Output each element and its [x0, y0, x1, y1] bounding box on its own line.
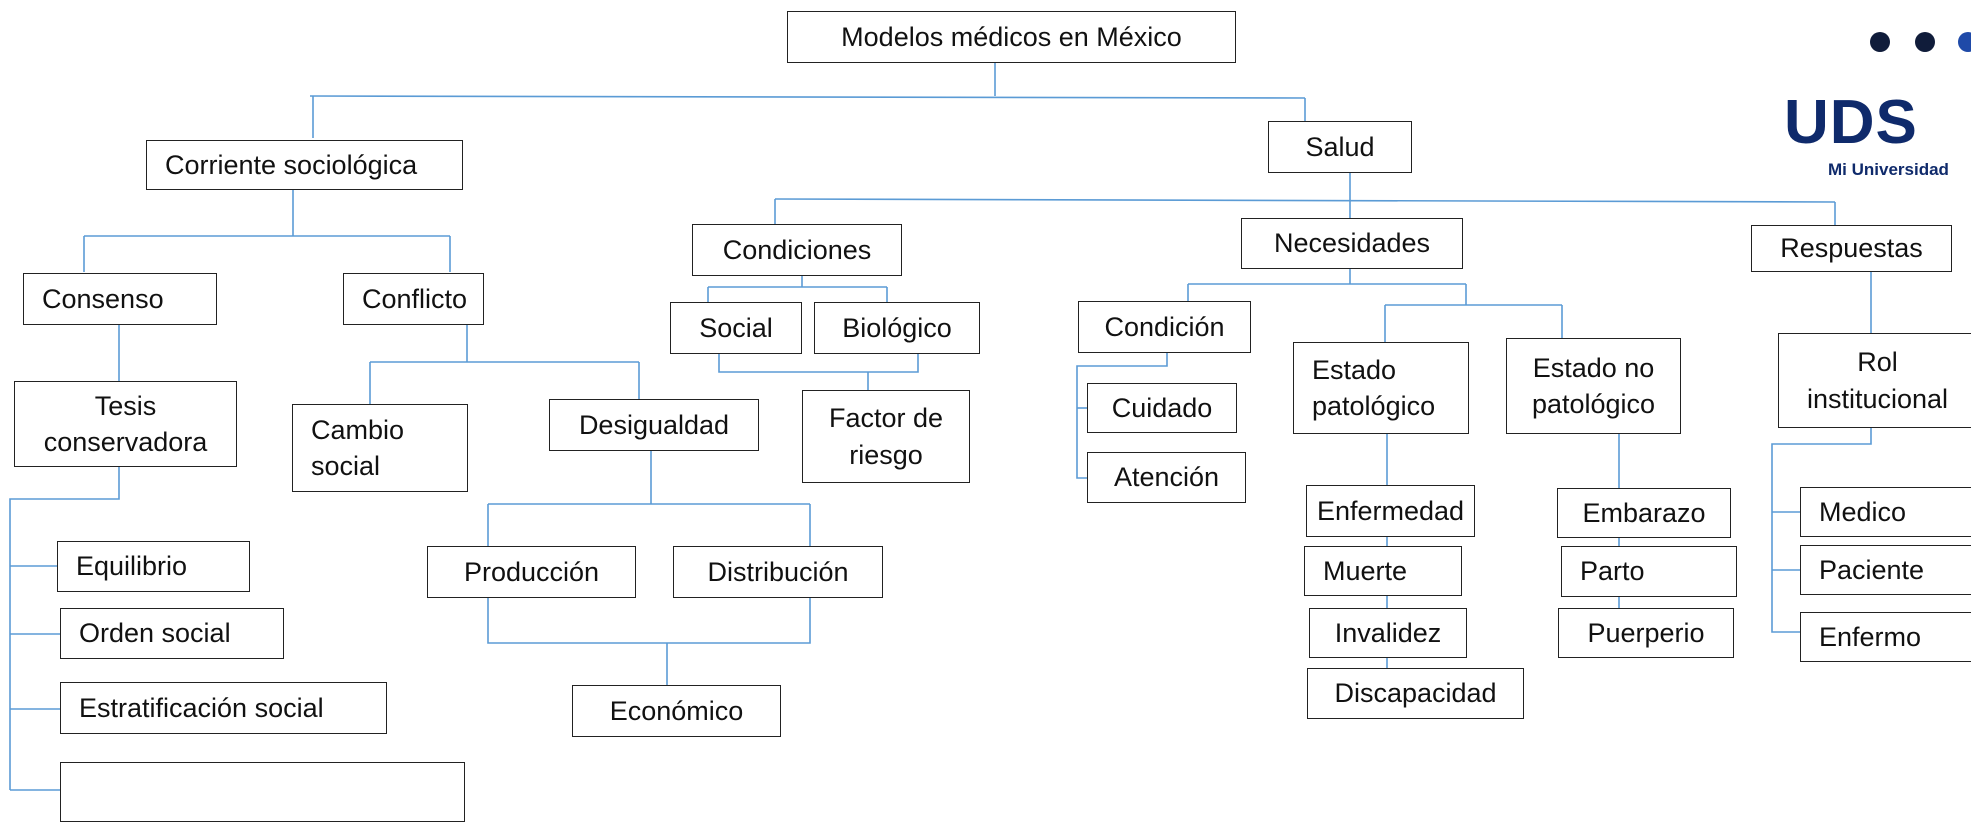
node-produccion: Producción [427, 546, 636, 598]
node-tesis-conservadora: Tesis conservadora [14, 381, 237, 467]
node-medico: Medico [1800, 487, 1971, 537]
logo-tagline: Mi Universidad [1828, 160, 1949, 179]
node-factor-de-riesgo: Factor de riesgo [802, 390, 970, 483]
node-rol-institucional: Rol institucional [1778, 333, 1971, 428]
node-enfermo: Enfermo [1800, 612, 1971, 662]
node-necesidades: Necesidades [1241, 218, 1463, 269]
node-salud: Salud [1268, 121, 1412, 173]
node-conflicto: Conflicto [343, 273, 484, 325]
node-biologico: Biológico [814, 302, 980, 354]
node-equilibrio: Equilibrio [57, 541, 250, 592]
node-cambio-social: Cambio social [292, 404, 468, 492]
node-condicion: Condición [1078, 301, 1251, 353]
node-estado-patologico: Estado patológico [1293, 342, 1469, 434]
node-estado-no-patologico: Estado no patológico [1506, 338, 1681, 434]
node-enfermedad: Enfermedad [1306, 485, 1475, 537]
node-desigualdad: Desigualdad [549, 399, 759, 451]
logo-dot-2 [1915, 32, 1935, 52]
node-condiciones: Condiciones [692, 224, 902, 276]
node-embarazo: Embarazo [1557, 488, 1731, 538]
logo-mark: UDS [1784, 88, 1918, 157]
node-atencion: Atención [1087, 452, 1246, 503]
node-respuestas: Respuestas [1751, 225, 1952, 272]
node-muerte: Muerte [1304, 546, 1462, 596]
node-economico: Económico [572, 685, 781, 737]
node-social: Social [670, 302, 802, 354]
node-cuidado: Cuidado [1087, 383, 1237, 433]
node-orden-social: Orden social [60, 608, 284, 659]
uds-logo: UDS Mi Universidad [1780, 28, 1971, 188]
node-invalidez: Invalidez [1309, 608, 1467, 658]
node-distribucion: Distribución [673, 546, 883, 598]
node-puerperio: Puerperio [1558, 608, 1734, 658]
node-paciente: Paciente [1800, 545, 1971, 595]
node-corriente-sociologica: Corriente sociológica [146, 140, 463, 190]
node-discapacidad: Discapacidad [1307, 668, 1524, 719]
node-empty-box [60, 762, 465, 822]
node-parto: Parto [1561, 546, 1737, 597]
logo-dot-3 [1958, 32, 1971, 52]
node-estratificacion-social: Estratificación social [60, 682, 387, 734]
node-consenso: Consenso [23, 273, 217, 325]
node-title: Modelos médicos en México [787, 11, 1236, 63]
logo-dot-1 [1870, 32, 1890, 52]
